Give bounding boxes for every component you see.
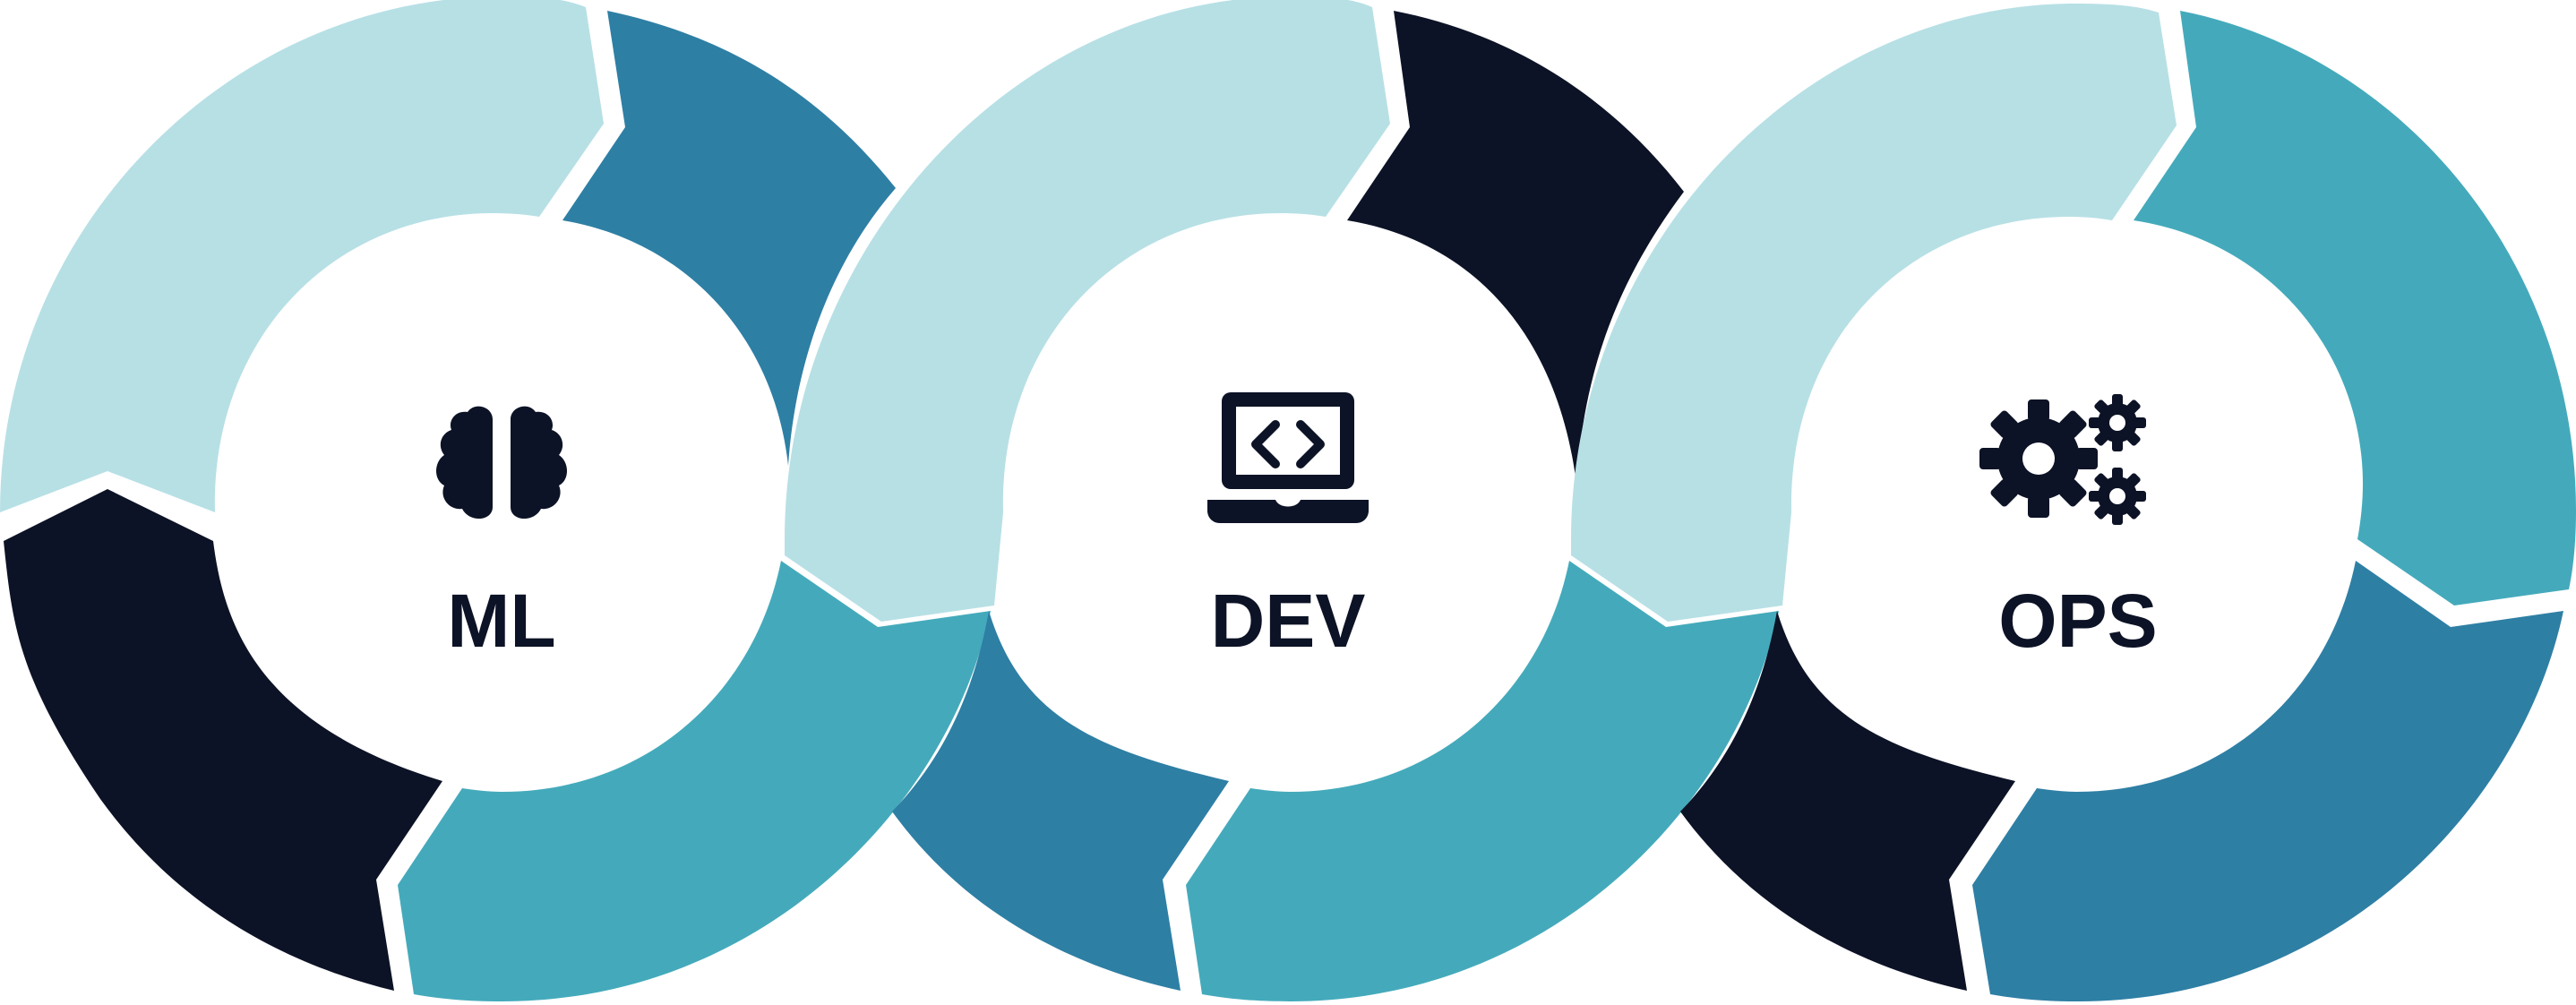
ring-ml-segment-bottom-right bbox=[398, 561, 991, 1001]
ring-dev-label: DEV bbox=[1211, 579, 1366, 663]
ring-ml-label: ML bbox=[447, 579, 555, 663]
ring-ops bbox=[1571, 4, 2576, 1001]
ring-dev-segment-top-right bbox=[1347, 11, 1684, 484]
ring-dev bbox=[785, 0, 1779, 1001]
laptop-code-icon bbox=[1207, 392, 1369, 523]
ring-ops-segment-top-left bbox=[1571, 4, 2177, 622]
brain-icon bbox=[436, 406, 567, 520]
ring-ops-segment-bottom-right bbox=[1972, 561, 2563, 1001]
ring-ml-segment-top-right bbox=[562, 11, 896, 466]
ring-ml-segment-bottom-left bbox=[4, 489, 442, 991]
ring-ml bbox=[0, 0, 991, 1001]
ring-dev-segment-bottom-left bbox=[892, 611, 1229, 991]
ring-dev-segment-top-left bbox=[785, 0, 1390, 622]
gears-icon bbox=[1979, 394, 2146, 525]
ring-ops-segment-bottom-left bbox=[1680, 611, 2015, 991]
ring-ops-label: OPS bbox=[1998, 579, 2157, 663]
ring-dev-segment-bottom-right bbox=[1186, 561, 1779, 1001]
ring-ml-segment-top-left bbox=[0, 0, 604, 512]
ring-ops-segment-top-right bbox=[2134, 11, 2576, 606]
